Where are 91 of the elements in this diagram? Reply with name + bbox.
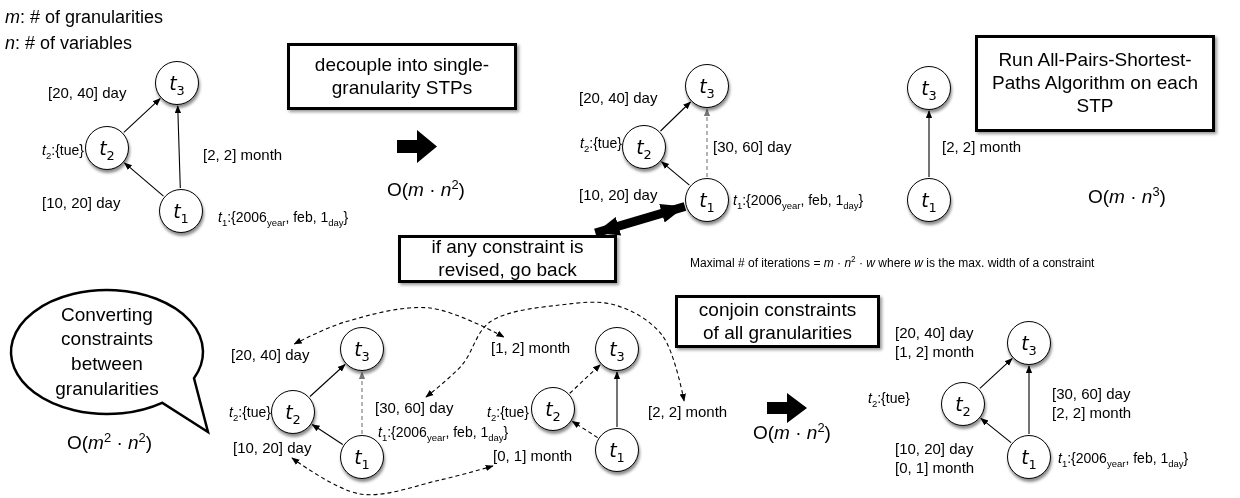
box-text: if any constraint is revised, go back	[430, 236, 585, 282]
variable-name: t$_{1}$	[609, 439, 625, 461]
process-box	[975, 35, 1215, 132]
arrow	[1025, 365, 1033, 435]
variable-node	[1007, 321, 1051, 365]
bubble-text: Converting constraints between granularities	[54, 302, 160, 401]
variable-name: t$_{1}$	[699, 189, 715, 211]
variable-node	[85, 126, 129, 170]
arrow	[979, 358, 1013, 389]
arrow	[123, 98, 161, 133]
edge-label: [2, 2] month	[942, 137, 1022, 157]
edge-label: [20, 40] day	[579, 88, 658, 108]
variable-node	[271, 390, 315, 434]
variable-name: t$_{3}$	[699, 75, 715, 97]
text-label: O(m · n$^{2}$)	[753, 422, 831, 444]
variable-node	[907, 66, 951, 110]
arrow	[309, 363, 346, 398]
variable-name: t$_{3}$	[921, 77, 937, 99]
variable-name: t$_{3}$	[169, 72, 185, 94]
annotation: t$_{2}$:{tue}	[229, 404, 271, 420]
variable-node	[155, 61, 199, 105]
edge-label: [30, 60] day	[713, 137, 792, 157]
edge-label: [10, 20] day [0, 1] month	[895, 440, 976, 478]
variable-name: t$_{1}$	[354, 446, 370, 468]
dashed-arrow	[425, 301, 686, 402]
variable-node	[340, 327, 384, 371]
edge-label: [10, 20] day	[579, 185, 658, 205]
dashed-arrow	[291, 457, 494, 496]
text-label: n: # of variables	[5, 32, 133, 54]
variable-node	[595, 327, 639, 371]
constraint-label: [30, 60] day	[374, 399, 455, 416]
arrow	[174, 105, 182, 189]
dashed-arrow	[293, 307, 505, 345]
box-text: decouple into single-granularity STPs	[313, 53, 491, 100]
variable-name: t$_{1}$	[921, 189, 937, 211]
edge-label: [10, 20] day	[42, 193, 121, 213]
process-box	[287, 43, 517, 110]
constraint-label: [1, 2] month	[490, 339, 572, 356]
box-text: conjoin constraints of all granularities	[697, 298, 858, 345]
dashed-arrow	[571, 420, 599, 439]
dashed-arrow	[569, 364, 601, 394]
variable-name: t$_{2}$	[636, 136, 652, 158]
variable-node	[340, 435, 384, 479]
arrow	[659, 101, 692, 132]
variable-name: t$_{2}$	[545, 398, 561, 420]
variable-node	[595, 428, 639, 472]
variable-name: t$_{2}$	[955, 393, 971, 415]
variable-node	[531, 387, 575, 431]
variable-name: t$_{2}$	[285, 401, 301, 423]
variable-node	[685, 178, 729, 222]
variable-name: t$_{3}$	[354, 338, 370, 360]
variable-name: t$_{1}$	[173, 200, 189, 222]
text-label: O(m · n$^{3}$)	[1088, 186, 1166, 208]
dashed-arrow	[358, 371, 366, 435]
arrow	[980, 417, 1012, 444]
annotation: t$_{2}$:{tue}	[868, 390, 910, 406]
variable-name: t$_{2}$	[99, 137, 115, 159]
variable-node	[685, 64, 729, 108]
text-label: m: # of granularities	[5, 6, 164, 28]
constraint-label: [20, 40] day	[230, 346, 311, 363]
arrow	[311, 424, 344, 445]
edge-label: [2, 2] month	[203, 145, 283, 165]
dashed-arrow	[703, 108, 711, 178]
variable-name: t$_{3}$	[609, 338, 625, 360]
annotation: t$_{2}$:{tue}	[580, 135, 622, 151]
variable-node	[159, 189, 203, 233]
variable-node	[941, 382, 985, 426]
constraint-label: [0, 1] month	[492, 447, 574, 464]
variable-node	[1007, 435, 1051, 479]
arrow	[613, 371, 621, 428]
arrow	[661, 161, 690, 186]
arrow	[123, 162, 165, 197]
variable-name: t$_{3}$	[1021, 332, 1037, 354]
double-headed-block-arrow	[594, 202, 687, 238]
annotation: t$_{2}$:{tue}	[487, 404, 529, 420]
constraint-label: [10, 20] day	[232, 439, 313, 456]
variable-node	[907, 178, 951, 222]
box-text: Run All-Pairs-Shortest-Paths Algorithm on each STP	[992, 49, 1198, 118]
process-box	[398, 235, 617, 283]
edge-label: [30, 60] day [2, 2] month	[1052, 385, 1133, 423]
annotation: O(m$^{2}$ · n$^{2}$)	[67, 432, 153, 454]
text-label: O(m · n$^{2}$)	[387, 179, 465, 201]
process-box	[675, 295, 880, 348]
edge-label: [20, 40] day [1, 2] month	[895, 324, 976, 362]
edge-label: [20, 40] day	[48, 83, 127, 103]
variable-name: t$_{1}$	[1021, 446, 1037, 468]
arrow	[925, 110, 933, 178]
text-label: Maximal # of iterations = m · n$^{2}$ · w where w is the max. width of a constraint	[690, 256, 1095, 270]
variable-node	[622, 125, 666, 169]
annotation: t$_{2}$:{tue}	[42, 142, 84, 158]
constraint-label: [2, 2] month	[647, 403, 729, 420]
